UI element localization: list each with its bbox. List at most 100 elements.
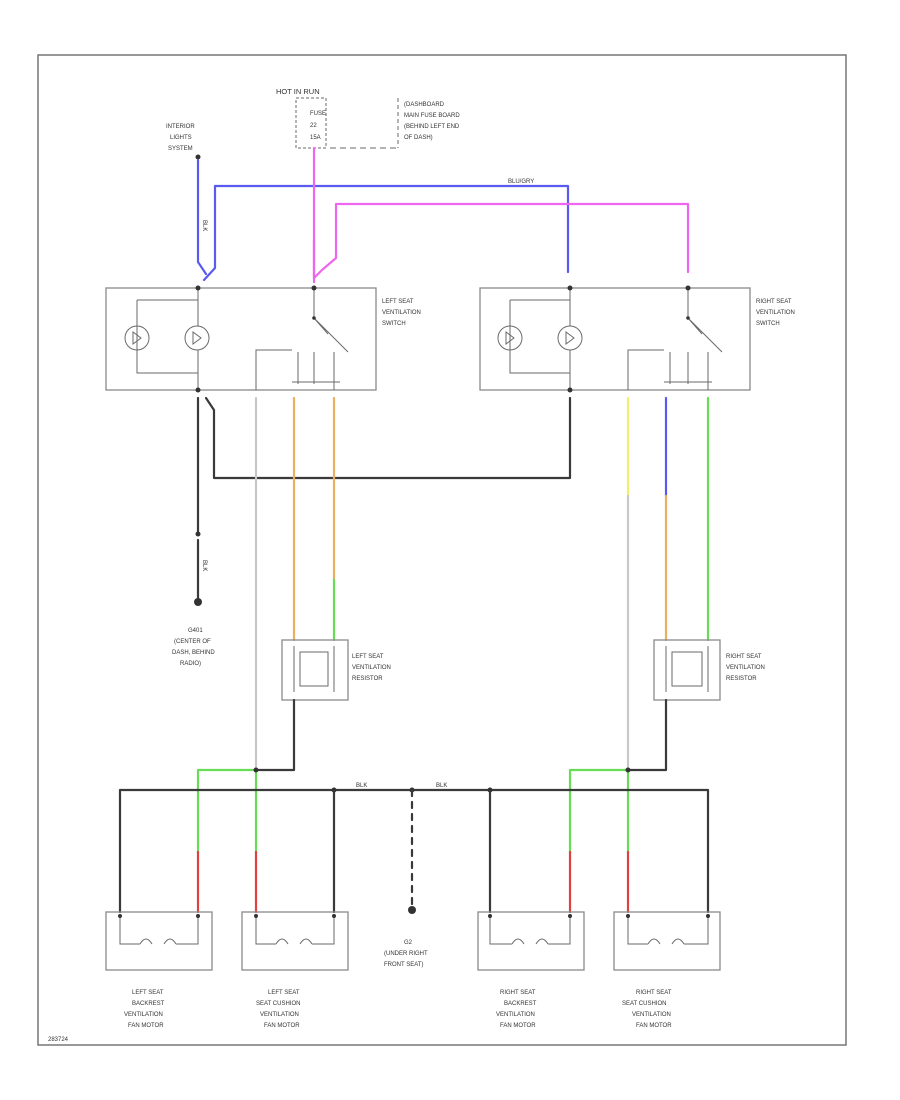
interior-lights-connector bbox=[195, 154, 201, 160]
fan-4-pin-b bbox=[706, 914, 710, 918]
left-switch-label-3: SWITCH bbox=[382, 321, 406, 327]
right-switch-label-3: SWITCH bbox=[756, 321, 780, 327]
fan-2-label-2: SEAT CUSHION bbox=[256, 1001, 300, 1007]
right-switch-box bbox=[479, 287, 751, 391]
interior-lights-line-2: LIGHTS bbox=[170, 135, 192, 141]
fan-4-label-1: RIGHT SEAT bbox=[636, 990, 672, 996]
left-switch-label-2: VENTILATION bbox=[382, 310, 421, 316]
left-switch-contact-arm bbox=[313, 290, 349, 353]
left-seat-ventilation-switch: LEFT SEAT VENTILATION SWITCH bbox=[105, 285, 421, 393]
right-lamp-2-diode bbox=[565, 331, 575, 345]
right-pin-c bbox=[567, 387, 573, 393]
fuse-amp: 15A bbox=[310, 135, 321, 141]
right-lamp-1-diode bbox=[505, 331, 515, 345]
hot-in-run-label: HOT IN RUN bbox=[276, 87, 320, 96]
left-splice bbox=[253, 767, 259, 773]
fuse-number: 22 bbox=[310, 123, 317, 129]
black-ground-wire bbox=[196, 396, 572, 536]
fan-1-box bbox=[105, 911, 213, 971]
right-resistor-label-3: RESISTOR bbox=[726, 676, 757, 682]
left-pin-a bbox=[195, 285, 201, 291]
fan-2-pin-a bbox=[254, 914, 258, 918]
right-lamp-2-icon bbox=[557, 325, 583, 351]
g2-ground-label: G2 (UNDER RIGHT FRONT SEAT) bbox=[384, 940, 428, 968]
left-seat-ventilation-resistor: LEFT SEAT VENTILATION RESISTOR bbox=[281, 639, 391, 701]
g401-ground-terminal bbox=[194, 598, 202, 606]
left-switch-pivot bbox=[312, 316, 316, 320]
right-switch-label-2: VENTILATION bbox=[756, 310, 795, 316]
blue-illumination-wire bbox=[196, 158, 570, 276]
right-seat-ventilation-resistor: RIGHT SEAT VENTILATION RESISTOR bbox=[653, 639, 765, 701]
bus-splice-left bbox=[331, 787, 337, 793]
fan-3-label-1: RIGHT SEAT bbox=[500, 990, 536, 996]
right-switch-pivot bbox=[686, 316, 690, 320]
fan-4-label-3: VENTILATION bbox=[632, 1012, 671, 1018]
g401-line-4: RADIO) bbox=[180, 661, 201, 667]
right-backrest-green-feed bbox=[568, 768, 630, 854]
left-lamp-1-diode bbox=[132, 331, 142, 345]
black-ground-bus bbox=[118, 788, 710, 914]
interior-lights-line-3: SYSTEM bbox=[168, 146, 193, 152]
fan-1-icon bbox=[119, 916, 199, 945]
fuse-location-line-1: (DASHBOARD bbox=[404, 102, 445, 108]
fan-4-pin-a bbox=[626, 914, 630, 918]
right-resistor-output bbox=[626, 698, 668, 772]
fan-4-label-2: SEAT CUSHION bbox=[622, 1001, 666, 1007]
blk-bus-label-2: BLK bbox=[436, 783, 447, 789]
blk-label-left-vertical: BLK bbox=[201, 220, 207, 231]
left-switch-label-1: LEFT SEAT bbox=[382, 299, 414, 305]
right-seat-ventilation-switch: RIGHT SEAT VENTILATION SWITCH bbox=[479, 285, 795, 393]
left-lamp-2-icon bbox=[184, 325, 210, 351]
fan-1-label-1: LEFT SEAT bbox=[132, 990, 164, 996]
diagram-frame bbox=[37, 54, 847, 1046]
right-cushion-fan-motor: RIGHT SEAT SEAT CUSHION VENTILATION FAN … bbox=[613, 911, 721, 1029]
fan-3-icon bbox=[489, 916, 571, 945]
fan-4-label-4: FAN MOTOR bbox=[636, 1023, 672, 1029]
fuse-box-outline bbox=[295, 97, 327, 149]
left-pin-c bbox=[195, 387, 201, 393]
fan-2-label-1: LEFT SEAT bbox=[268, 990, 300, 996]
fan-1-label-3: VENTILATION bbox=[124, 1012, 163, 1018]
fan-3-pin-a bbox=[488, 914, 492, 918]
interior-lights-system: INTERIOR LIGHTS SYSTEM bbox=[166, 124, 201, 160]
g401-line-3: DASH, BEHIND bbox=[172, 650, 215, 656]
g2-line-3: FRONT SEAT) bbox=[384, 962, 423, 968]
right-pin-b bbox=[685, 285, 691, 291]
fan-3-label-4: FAN MOTOR bbox=[500, 1023, 536, 1029]
left-lamp-2-diode bbox=[192, 331, 202, 345]
fan-2-label-3: VENTILATION bbox=[260, 1012, 299, 1018]
g2-line-1: G2 bbox=[404, 940, 413, 946]
left-resistor-label-1: LEFT SEAT bbox=[352, 654, 384, 660]
fan-3-label-2: BACKREST bbox=[504, 1001, 537, 1007]
fuse-label: FUSE bbox=[310, 111, 326, 117]
right-resistor-label-1: RIGHT SEAT bbox=[726, 654, 762, 660]
left-lamp-1-icon bbox=[124, 325, 150, 351]
fuse-location-line-3: (BEHIND LEFT END bbox=[404, 124, 460, 130]
blk-bus-label-1: BLK bbox=[356, 783, 367, 789]
fan-1-pin-a bbox=[118, 914, 122, 918]
right-splice bbox=[625, 767, 631, 773]
fan-2-label-4: FAN MOTOR bbox=[264, 1023, 300, 1029]
blu-gry-label: BLU/GRY bbox=[508, 179, 534, 185]
g2-ground-terminal bbox=[408, 906, 416, 914]
interior-lights-line-1: INTERIOR bbox=[166, 124, 195, 130]
fan-3-box bbox=[477, 911, 585, 971]
g401-ground-dot bbox=[195, 531, 201, 537]
right-resistor-box bbox=[653, 639, 721, 701]
right-pin-a bbox=[567, 285, 573, 291]
fan-4-box bbox=[613, 911, 721, 971]
fuse-location-line-4: OF DASH) bbox=[404, 135, 433, 141]
left-resistor-output bbox=[254, 698, 296, 772]
right-switch-label-1: RIGHT SEAT bbox=[756, 299, 792, 305]
blue-gray-wire-left bbox=[202, 184, 217, 282]
g401-line-1: G401 bbox=[188, 628, 203, 634]
right-lamp-1-icon bbox=[497, 325, 523, 351]
fan-1-label-4: FAN MOTOR bbox=[128, 1023, 164, 1029]
right-resistor-label-2: VENTILATION bbox=[726, 665, 765, 671]
fan-2-icon bbox=[255, 916, 335, 945]
fan-3-pin-b bbox=[568, 914, 572, 918]
left-switch-box bbox=[105, 287, 377, 391]
left-resistor-label-2: VENTILATION bbox=[352, 665, 391, 671]
pink-feed-wire bbox=[312, 146, 690, 280]
